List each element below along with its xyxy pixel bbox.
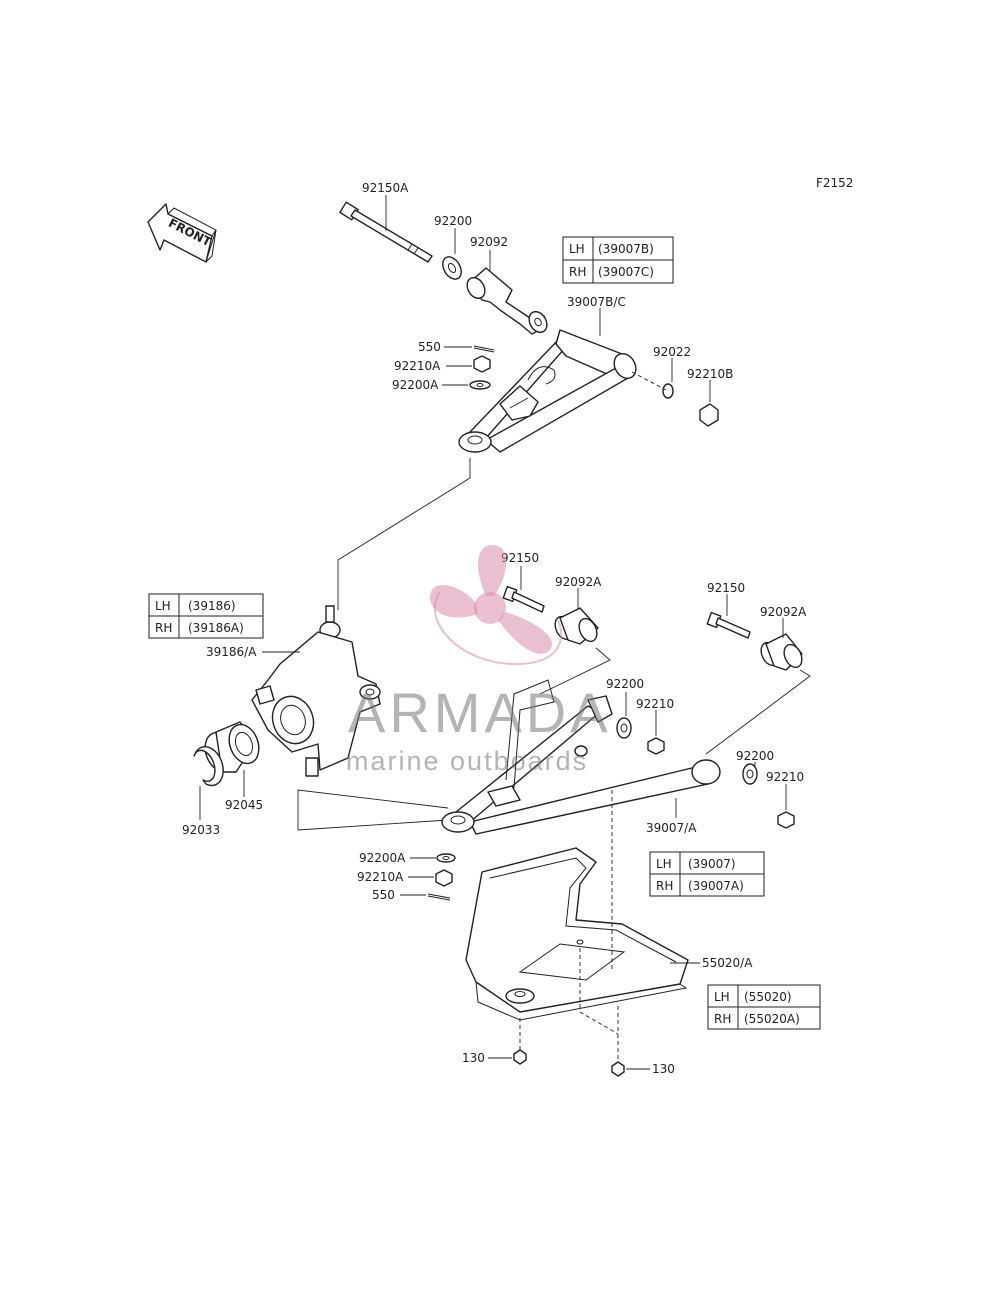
- label-92045: 92045: [225, 798, 263, 812]
- lower-nut-front[interactable]: [647, 737, 665, 755]
- guard-rh-value: (55020A): [744, 1012, 800, 1026]
- guard-bolt-left[interactable]: [513, 1049, 527, 1065]
- label-92200-right: 92200: [736, 749, 774, 763]
- lower-bushing-rear[interactable]: [758, 633, 806, 671]
- upper-bushing[interactable]: [464, 267, 551, 336]
- upper-cotter-pin[interactable]: [473, 345, 495, 353]
- upper-small-washer-a[interactable]: [469, 380, 491, 390]
- label-92210-mid: 92210: [636, 697, 674, 711]
- upper-lh-label: LH: [569, 242, 585, 256]
- knuckle-rh-value: (39186A): [188, 621, 244, 635]
- label-550-top: 550: [418, 340, 441, 354]
- table-lower-arm: LH (39007) RH (39007A): [649, 851, 765, 897]
- label-550-bot: 550: [372, 888, 395, 902]
- steering-knuckle[interactable]: [251, 605, 381, 777]
- label-92022: 92022: [653, 345, 691, 359]
- label-39007A: 39007/A: [646, 821, 697, 835]
- label-92210A-bot: 92210A: [357, 870, 404, 884]
- lower-rh-label: RH: [656, 879, 673, 893]
- lower-small-washer-a[interactable]: [436, 853, 456, 863]
- lower-lh-value: (39007): [688, 857, 736, 871]
- label-92092A-b: 92092A: [760, 605, 807, 619]
- label-39007BC: 39007B/C: [567, 295, 626, 309]
- label-130-left: 130: [462, 1051, 485, 1065]
- label-92150-a: 92150: [501, 551, 539, 565]
- knuckle-lh-label: LH: [155, 599, 171, 613]
- label-39186A: 39186/A: [206, 645, 257, 659]
- label-55020A: 55020/A: [702, 956, 753, 970]
- label-92092A-a: 92092A: [555, 575, 602, 589]
- lower-bushing-front[interactable]: [552, 607, 601, 645]
- lower-bolt-front[interactable]: [502, 585, 545, 613]
- skid-guard[interactable]: [465, 847, 689, 1021]
- label-92210B: 92210B: [687, 367, 733, 381]
- upper-a-arm[interactable]: [458, 329, 640, 453]
- label-92210A-top: 92210A: [394, 359, 441, 373]
- lower-bolt-rear[interactable]: [706, 611, 751, 639]
- guard-rh-label: RH: [714, 1012, 731, 1026]
- label-92200A-bot: 92200A: [359, 851, 406, 865]
- knuckle-rh-label: RH: [155, 621, 172, 635]
- lower-a-arm[interactable]: [441, 679, 721, 835]
- label-92092: 92092: [470, 235, 508, 249]
- label-92150A: 92150A: [362, 181, 409, 195]
- upper-washer[interactable]: [439, 254, 465, 283]
- label-92033: 92033: [182, 823, 220, 837]
- lower-washer-rear[interactable]: [742, 763, 758, 785]
- label-92210-right: 92210: [766, 770, 804, 784]
- label-130-right: 130: [652, 1062, 675, 1076]
- upper-lh-value: (39007B): [598, 242, 654, 256]
- propeller-logo-icon: [429, 544, 562, 666]
- upper-nut[interactable]: [699, 403, 719, 427]
- front-arrow-icon: FRONT: [147, 203, 217, 263]
- guard-bolt-right[interactable]: [611, 1061, 625, 1077]
- guard-lh-label: LH: [714, 990, 730, 1004]
- upper-small-washer[interactable]: [662, 383, 674, 399]
- upper-bolt[interactable]: [339, 201, 433, 263]
- label-92200-mid: 92200: [606, 677, 644, 691]
- lower-lh-label: LH: [656, 857, 672, 871]
- lower-nut-rear[interactable]: [777, 811, 795, 829]
- upper-castle-nut[interactable]: [473, 355, 491, 373]
- label-92200A-top: 92200A: [392, 378, 439, 392]
- circlip[interactable]: [193, 745, 224, 787]
- figure-id: F2152: [816, 176, 853, 190]
- label-92200-top: 92200: [434, 214, 472, 228]
- knuckle-lh-value: (39186): [188, 599, 236, 613]
- lower-washer-front[interactable]: [616, 717, 632, 739]
- upper-rh-label: RH: [569, 265, 586, 279]
- lower-castle-nut[interactable]: [435, 869, 453, 887]
- table-guard: LH (55020) RH (55020A): [707, 984, 821, 1030]
- watermark-tagline: marine outboards: [346, 746, 588, 776]
- watermark: ARMADA marine outboards: [346, 544, 612, 776]
- upper-rh-value: (39007C): [598, 265, 654, 279]
- guard-lh-value: (55020): [744, 990, 792, 1004]
- table-knuckle: LH (39186) RH (39186A): [148, 593, 264, 639]
- label-92150-b: 92150: [707, 581, 745, 595]
- table-upper-arm: LH (39007B) RH (39007C): [562, 236, 674, 284]
- lower-rh-value: (39007A): [688, 879, 744, 893]
- watermark-name: ARMADA: [348, 681, 612, 744]
- lower-cotter-pin[interactable]: [427, 893, 451, 901]
